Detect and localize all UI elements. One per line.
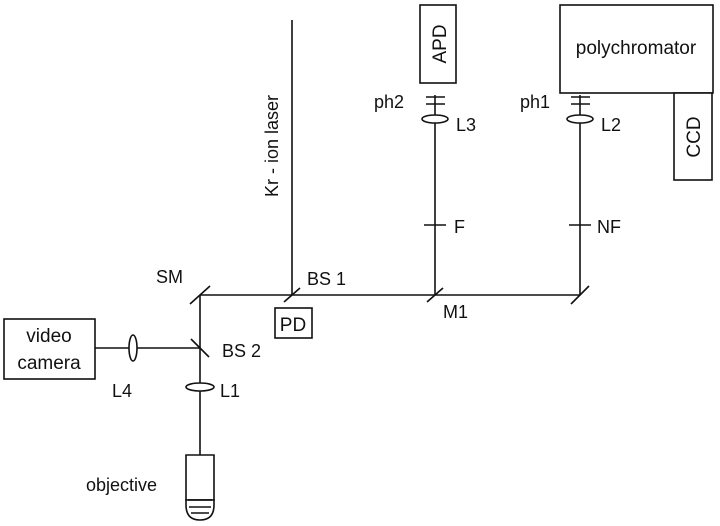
bs1-label: BS 1: [307, 269, 346, 289]
ccd-label: CCD: [684, 116, 705, 157]
video-camera-box: [3, 318, 96, 380]
bs2-label: BS 2: [222, 341, 261, 361]
objective-label: objective: [86, 475, 157, 495]
f-label: F: [454, 217, 465, 237]
l4-lens: [128, 334, 138, 362]
video-camera-label-line2: camera: [17, 353, 81, 374]
sm-mirror: [189, 285, 211, 305]
ph2-label: ph2: [374, 92, 404, 112]
ph1-label: ph1: [520, 92, 550, 112]
video-camera-label: video: [26, 326, 71, 347]
apd-box: [419, 4, 457, 84]
m1-mirror: [426, 287, 444, 303]
video-camera-label-line1: video: [26, 326, 71, 347]
pd-box: [274, 307, 313, 339]
l2-lens: [566, 114, 594, 124]
polychromator-label: polychromator: [576, 38, 697, 59]
bs2-splitter: [190, 338, 210, 358]
laser-label: Kr - ion laser: [262, 95, 282, 197]
apd-label: APD: [430, 24, 451, 63]
l1-lens: [185, 382, 215, 392]
sm-label: SM: [156, 267, 183, 287]
bs1-splitter: [283, 287, 301, 303]
objective-lens: [185, 454, 215, 521]
m1-label: M1: [443, 302, 468, 322]
right-fold-mirror: [570, 285, 590, 305]
polychromator-box: [559, 4, 714, 94]
l4-label: L4: [112, 381, 132, 401]
l3-lens: [421, 114, 449, 124]
l3-label: L3: [456, 115, 476, 135]
video-camera-label-2: camera: [17, 353, 81, 374]
l2-label: L2: [601, 115, 621, 135]
nf-label: NF: [597, 217, 621, 237]
pd-label: PD: [280, 315, 306, 336]
ccd-box: [673, 92, 713, 181]
l1-label: L1: [220, 381, 240, 401]
